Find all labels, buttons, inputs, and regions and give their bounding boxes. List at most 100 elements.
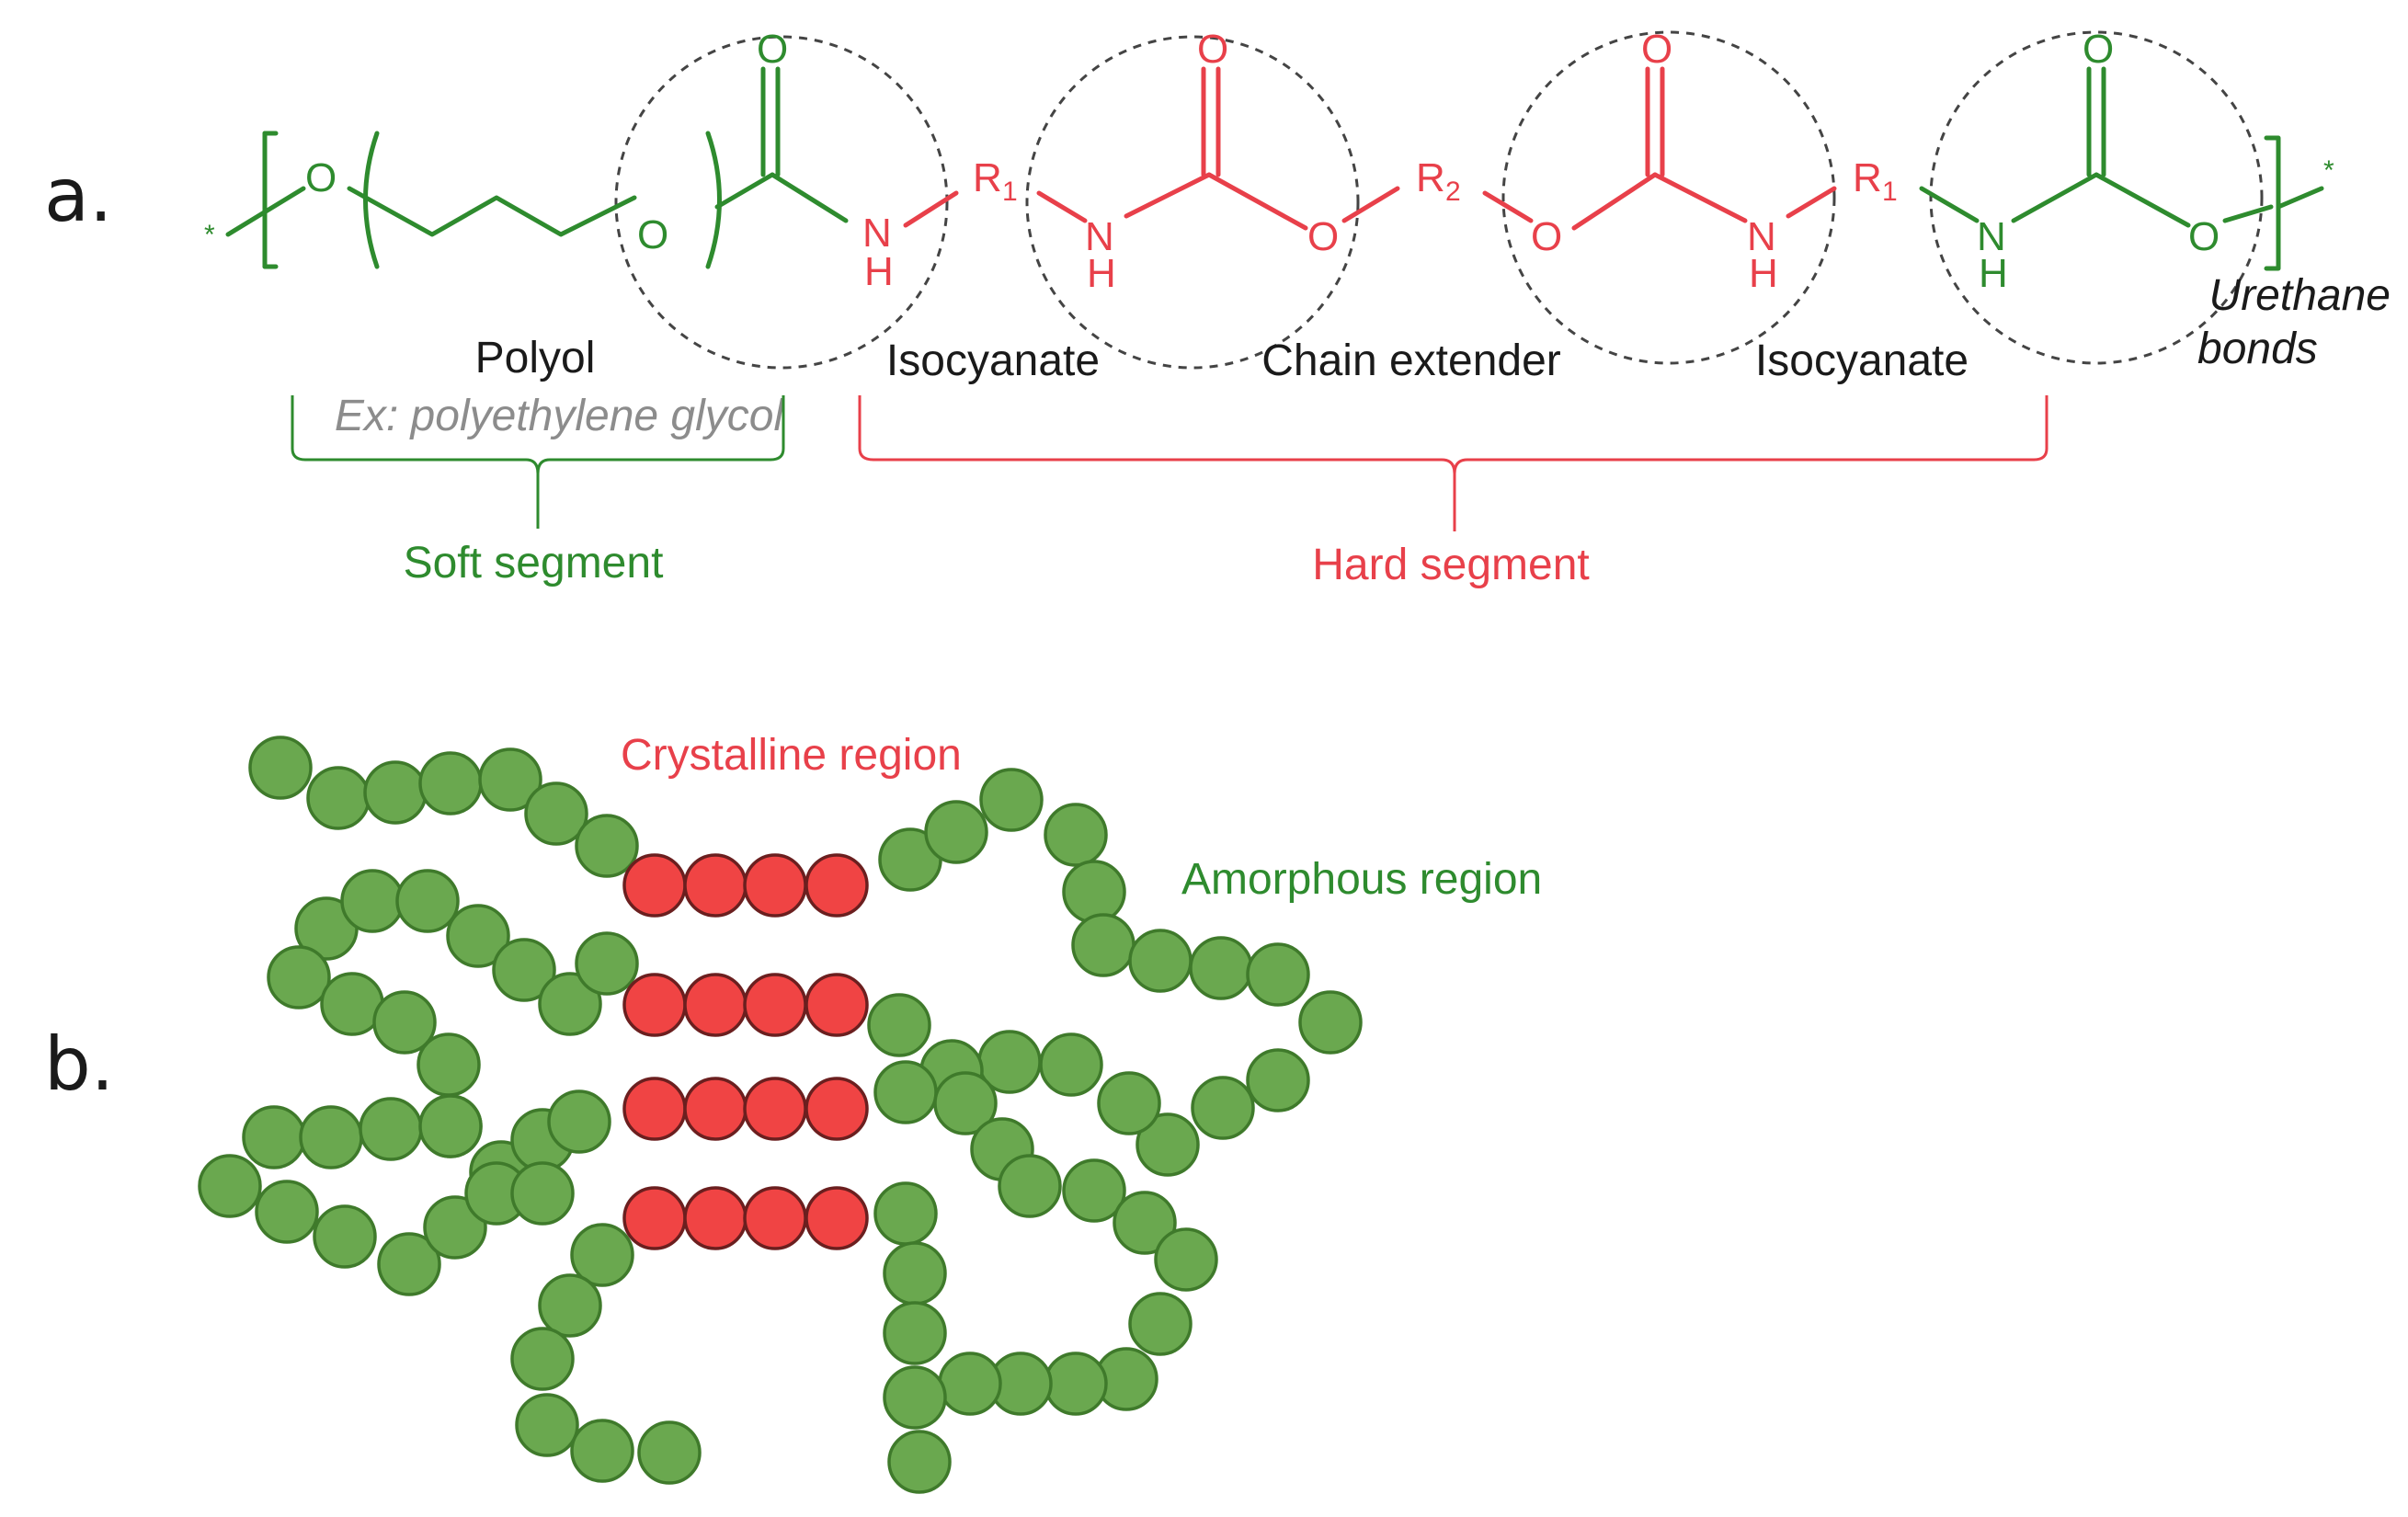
amorphous-bead	[933, 1071, 998, 1135]
atom-o-carbonyl-1: O	[757, 27, 788, 72]
urethane-bond-circle-1	[614, 35, 949, 370]
amorphous-bead	[1044, 1352, 1108, 1416]
amorphous-bead	[306, 766, 371, 830]
soft-segment-bonds-right	[1919, 66, 2324, 271]
atom-r2-sub: 2	[1445, 177, 1461, 207]
crystalline-bead	[805, 1077, 869, 1141]
amorphous-bead	[998, 1154, 1062, 1218]
crystalline-bead	[622, 973, 687, 1037]
crystalline-bead	[743, 1186, 807, 1250]
urethane-bond-circle-3	[1501, 30, 1836, 365]
atom-h-4: H	[1979, 251, 2008, 296]
amorphous-bead	[570, 1223, 634, 1287]
amorphous-bead	[255, 1180, 319, 1244]
amorphous-bead	[538, 1273, 602, 1338]
amorphous-bead	[547, 1089, 611, 1154]
urethane-label-line1: Urethane	[2209, 271, 2391, 320]
crystalline-bead	[683, 853, 748, 918]
crystalline-bead	[743, 973, 807, 1037]
amorphous-bead	[637, 1420, 702, 1485]
isocyanate-label-2: Isocyanate	[1755, 336, 1969, 385]
amorphous-bead	[1136, 1112, 1200, 1177]
amorphous-region-label: Amorphous region	[1181, 855, 1542, 904]
atom-labels: * O O O N H R 1 N H O O R 2 O O N H R 1 …	[204, 27, 2334, 296]
amorphous-bead	[446, 904, 510, 968]
amorphous-bead	[515, 1393, 579, 1457]
crystalline-bead	[805, 853, 869, 918]
amorphous-bead	[524, 781, 588, 846]
soft-segment-brace	[291, 395, 785, 529]
crystalline-bead	[683, 1077, 748, 1141]
amorphous-bead	[248, 736, 313, 800]
end-star-left: *	[204, 220, 215, 250]
hard-segment-bonds	[903, 66, 1837, 231]
crystalline-region-label: Crystalline region	[621, 731, 962, 780]
amorphous-bead	[1154, 1227, 1218, 1292]
soft-segment-bonds	[225, 66, 849, 269]
amorphous-bead	[363, 760, 428, 825]
amorphous-bead	[242, 1105, 306, 1169]
amorphous-bead	[873, 1181, 938, 1246]
crystalline-bead	[683, 1186, 748, 1250]
amorphous-bead	[883, 1301, 947, 1365]
amorphous-bead	[372, 990, 437, 1055]
amorphous-bead	[570, 1419, 634, 1483]
panel-label-b: b.	[44, 1021, 114, 1107]
urethane-label-line2: bonds	[2197, 325, 2318, 373]
atom-r1-b: R	[1853, 155, 1882, 200]
amorphous-bead	[510, 1327, 575, 1391]
amorphous-bead	[1097, 1071, 1161, 1135]
crystalline-bead	[743, 853, 807, 918]
amorphous-bead	[492, 938, 556, 1002]
amorphous-bead	[924, 800, 988, 864]
amorphous-bead	[979, 768, 1044, 832]
amorphous-bead	[1113, 1191, 1177, 1255]
crystalline-bead	[805, 1186, 869, 1250]
amorphous-bead	[883, 1365, 947, 1430]
amorphous-bead	[1128, 1292, 1193, 1356]
atom-o-3: O	[1307, 214, 1339, 259]
amorphous-bead	[1189, 936, 1253, 1000]
atom-o-1: O	[305, 155, 337, 200]
atom-r1-b-sub: 1	[1882, 177, 1898, 207]
amorphous-bead	[938, 1352, 1002, 1416]
amorphous-bead	[418, 1094, 483, 1158]
amorphous-bead	[873, 1060, 938, 1124]
atom-n-3: N	[1747, 214, 1776, 259]
atom-o-carbonyl-4: O	[2083, 27, 2114, 72]
panel-label-a: a.	[44, 153, 112, 238]
atom-o-2: O	[637, 212, 668, 257]
amorphous-bead	[267, 945, 331, 1009]
crystalline-bead	[622, 1077, 687, 1141]
amorphous-bead	[1062, 860, 1126, 924]
structure-formula: * O O O N H R 1 N H O O R 2 O O N H R 1 …	[204, 27, 2334, 370]
amorphous-bead	[867, 993, 931, 1057]
amorphous-bead	[395, 869, 460, 933]
amorphous-bead	[313, 1204, 377, 1269]
atom-o-carbonyl-3: O	[1641, 27, 1672, 72]
atom-n-4: N	[1977, 214, 2006, 259]
amorphous-bead	[340, 869, 405, 933]
amorphous-bead	[417, 1032, 481, 1097]
amorphous-bead	[1071, 913, 1136, 977]
atom-h-2: H	[1087, 251, 1116, 296]
amorphous-bead	[1128, 929, 1193, 993]
chain-extender-label: Chain extender	[1261, 336, 1561, 385]
polyol-label: Polyol	[475, 334, 596, 382]
atom-o-carbonyl-2: O	[1197, 27, 1228, 72]
amorphous-bead	[1039, 1032, 1103, 1097]
amorphous-bead	[575, 814, 639, 878]
amorphous-bead	[1062, 1158, 1126, 1223]
atom-h-1: H	[864, 249, 894, 294]
atom-h-3: H	[1749, 251, 1778, 296]
amorphous-bead	[478, 747, 542, 812]
crystalline-bead	[805, 973, 869, 1037]
atom-o-5: O	[2188, 214, 2220, 259]
isocyanate-label-1: Isocyanate	[886, 336, 1100, 385]
atom-n-2: N	[1085, 214, 1114, 259]
amorphous-bead	[887, 1430, 952, 1494]
crystalline-bead	[622, 853, 687, 918]
crystalline-bead	[683, 973, 748, 1037]
atom-n-1: N	[862, 211, 892, 256]
atom-r2: R	[1416, 155, 1445, 200]
